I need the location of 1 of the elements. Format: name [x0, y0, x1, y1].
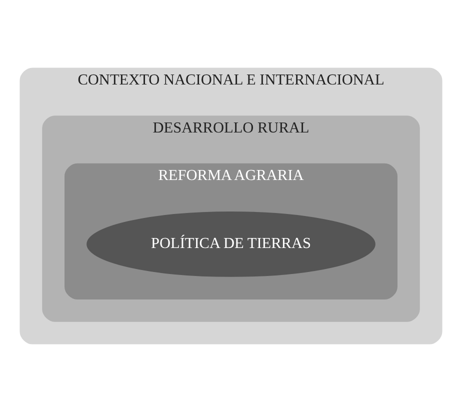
node-ellipse: POLÍTICA DE TIERRAS — [86, 210, 376, 276]
